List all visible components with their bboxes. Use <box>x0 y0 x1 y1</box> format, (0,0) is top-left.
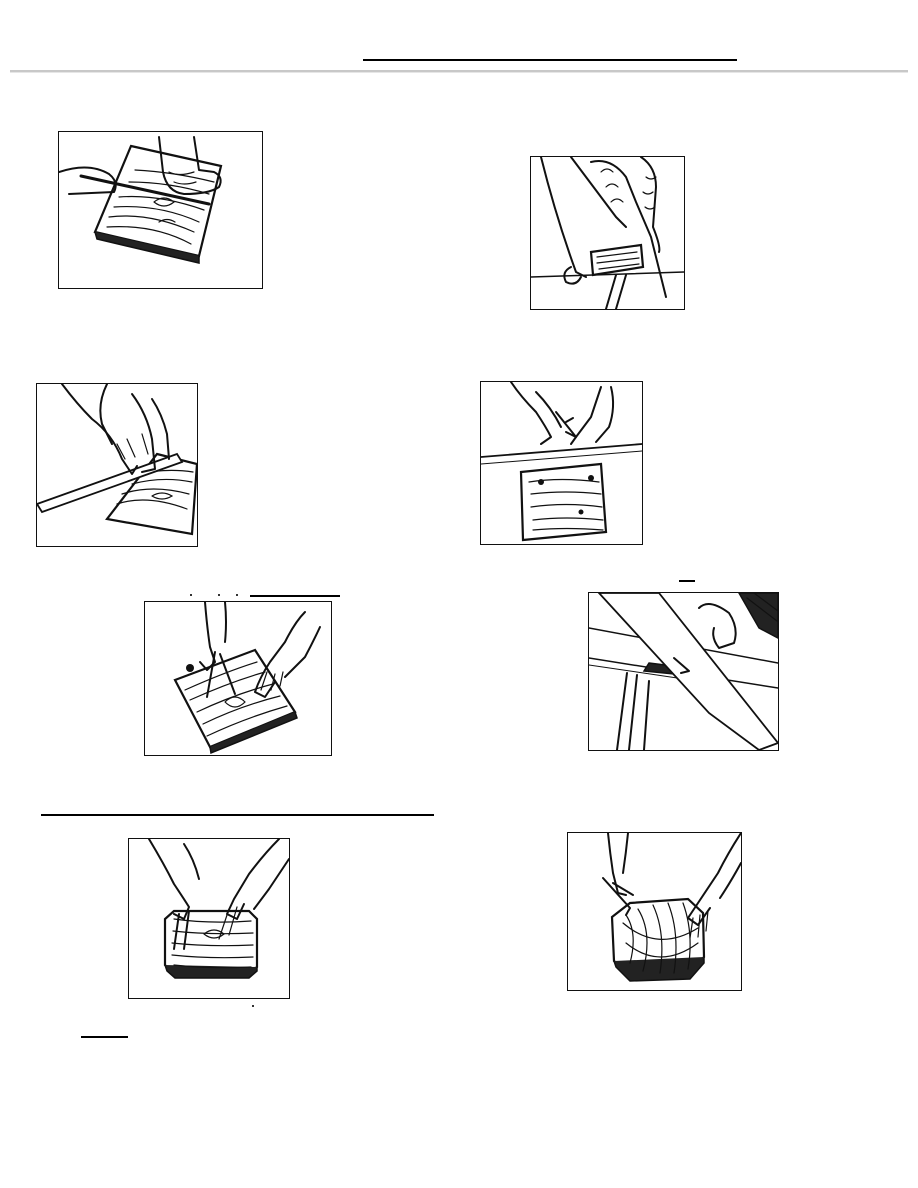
figure-7-caption-underline <box>81 1036 128 1038</box>
figure-7-panel <box>128 838 290 999</box>
figure-6-caption-underline <box>679 580 695 582</box>
section-divider-line <box>41 814 434 816</box>
hands-with-compass-on-octagon-board-illustration <box>602 833 741 982</box>
figure-5-panel <box>144 601 332 756</box>
figure-4-panel <box>480 381 643 545</box>
figure-6-panel <box>588 592 779 751</box>
figure-1-panel <box>58 131 263 289</box>
hands-with-straightedge-on-board-illustration <box>37 384 197 536</box>
saw-cutting-corner-on-bench-illustration <box>589 593 778 750</box>
header-underline <box>363 59 737 61</box>
hand-marking-board-with-pencil-illustration <box>59 136 223 264</box>
hands-with-compass-on-board-illustration <box>173 602 321 755</box>
figure-8-panel <box>567 832 742 991</box>
figure-5-caption-mark <box>218 594 220 596</box>
figure-5-caption-mark <box>236 594 238 596</box>
hands-tracing-beveled-board-illustration <box>148 839 289 979</box>
figure-5-caption-mark <box>190 594 192 596</box>
figure-2-panel <box>530 156 685 310</box>
figure-3-panel <box>36 383 198 547</box>
header-divider <box>10 70 908 73</box>
hand-sawing-board-illustration <box>531 157 684 309</box>
figure-5-caption-underline <box>250 595 340 597</box>
hands-marking-corner-with-tool-illustration <box>481 382 642 542</box>
figure-7-caption-mark <box>252 1005 254 1007</box>
